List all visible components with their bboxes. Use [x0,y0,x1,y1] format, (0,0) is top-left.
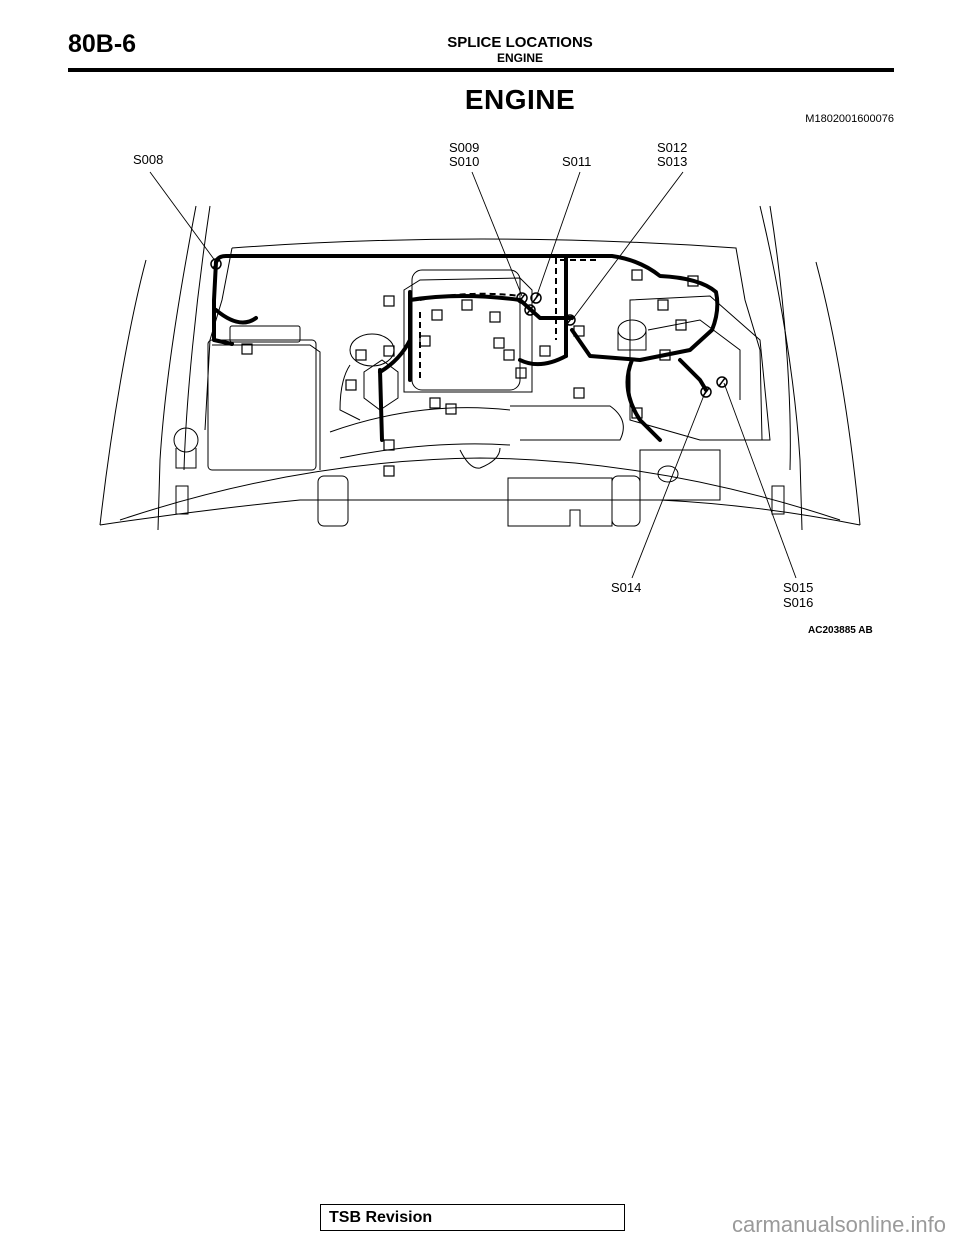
page-number: 80B-6 [68,30,137,58]
vehicle-body-outline [99,205,861,531]
callout-s009: S009 [449,140,479,155]
header-title: SPLICE LOCATIONS [447,34,593,51]
header-subtitle: ENGINE [496,51,543,65]
leader-lines [149,171,797,579]
engine-splice-diagram: S008 S009 S010 S011 S012 S013 S014 S015 … [99,140,873,636]
callout-s010: S010 [449,154,479,169]
tsb-revision-box: TSB Revision [320,1204,625,1231]
document-id: M1802001600076 [805,113,894,125]
callout-s014: S014 [611,580,641,595]
header-rule [68,68,894,72]
relay-box [617,295,771,501]
wiring-harness [212,254,720,442]
watermark: carmanualsonline.info [731,1212,946,1237]
callout-s013: S013 [657,154,687,169]
tsb-revision-label: TSB Revision [329,1209,433,1226]
callout-s016: S016 [783,595,813,610]
callout-s008: S008 [133,152,163,167]
splice-points [210,258,728,398]
callout-s015: S015 [783,580,813,595]
section-title: ENGINE [464,84,576,115]
callout-s011: S011 [562,154,591,169]
battery [173,325,321,471]
figure-id: AC203885 AB [808,625,873,636]
engine-block [329,269,624,469]
connectors [241,269,699,477]
callout-s012: S012 [657,140,687,155]
